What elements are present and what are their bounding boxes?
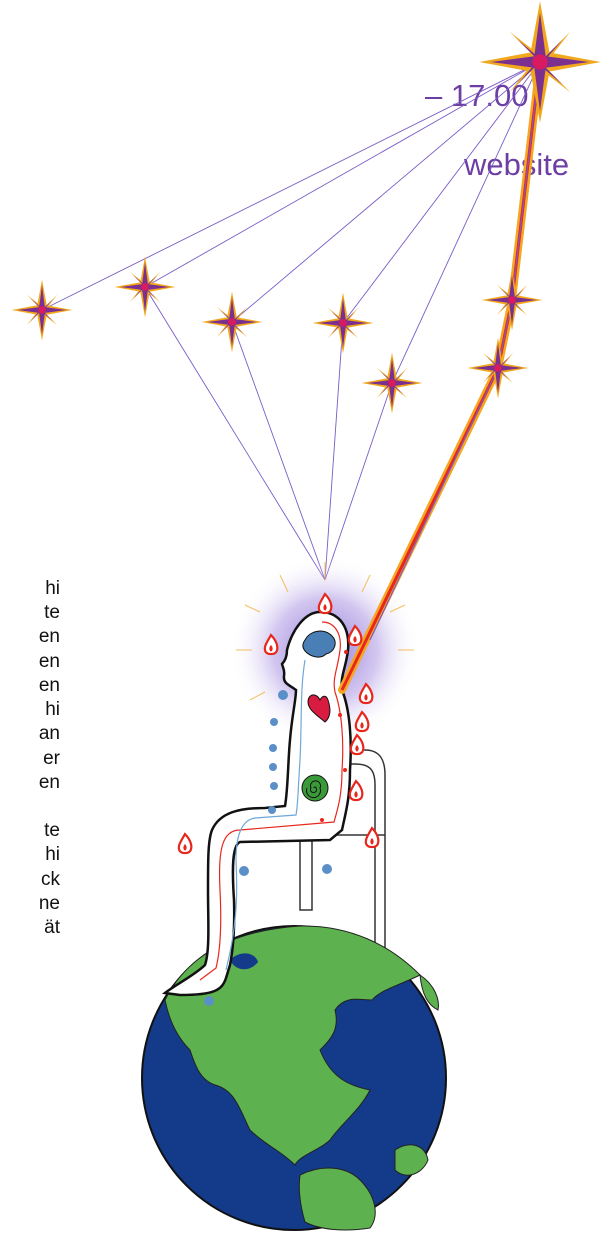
star-icon [468, 338, 529, 399]
star-icon [482, 270, 543, 331]
light-rays [42, 62, 540, 580]
flame-icon [350, 781, 363, 800]
star-icon [115, 257, 176, 318]
flame-icon [179, 834, 192, 853]
star-icon [202, 292, 263, 353]
earth-icon [142, 926, 446, 1230]
star-icon [12, 280, 73, 341]
star-icon [479, 1, 601, 123]
star-icon [362, 353, 423, 414]
star-icon [313, 293, 374, 354]
spiral-icon [302, 775, 328, 801]
